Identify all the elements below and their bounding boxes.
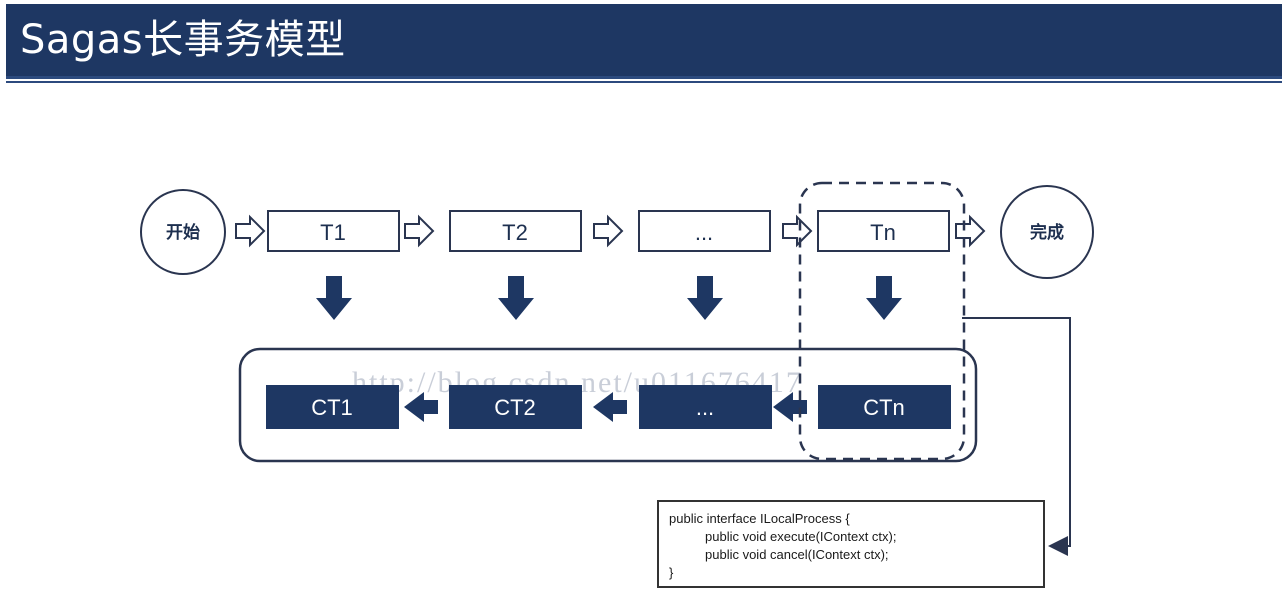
transaction-tn: Tn: [817, 210, 950, 252]
compensation-label: ...: [696, 395, 714, 420]
transaction-t1: T1: [267, 210, 400, 252]
hollow-arrow-icon: [782, 214, 813, 248]
left-arrow-icon: [593, 392, 627, 422]
left-arrow-icon: [773, 392, 807, 422]
start-label: 开始: [166, 222, 200, 243]
down-arrow-icon: [316, 276, 352, 320]
interface-code-box: public interface ILocalProcess { public …: [657, 500, 1045, 588]
hollow-arrow-icon: [404, 214, 435, 248]
transaction-label: Tn: [870, 220, 896, 245]
compensation-label: CT1: [311, 395, 353, 420]
compensation-ct2: CT2: [449, 385, 582, 429]
compensation-ctn: CTn: [818, 385, 951, 429]
code-line: }: [669, 565, 674, 580]
down-arrows: [316, 276, 902, 320]
highlight-dashed-frame: [798, 181, 966, 461]
hollow-arrow-icon: [955, 214, 986, 248]
header-banner: Sagas长事务模型: [6, 4, 1282, 79]
down-arrow-icon: [687, 276, 723, 320]
compensation-ellipsis: ...: [639, 385, 772, 429]
end-node: 完成: [1000, 185, 1094, 279]
hollow-arrow-icon: [235, 214, 266, 248]
header-rule: [6, 81, 1282, 83]
code-line: public void cancel(IContext ctx);: [705, 547, 889, 562]
down-arrow-icon: [866, 276, 902, 320]
compensation-arrows: [404, 392, 807, 422]
compensation-container: [238, 347, 978, 463]
code-line: public interface ILocalProcess {: [669, 511, 850, 526]
transaction-t2: T2: [449, 210, 582, 252]
connector-line: [962, 317, 1071, 556]
hollow-arrow-icon: [593, 214, 624, 248]
end-label: 完成: [1030, 222, 1064, 243]
compensation-ct1: CT1: [266, 385, 399, 429]
code-line: public void execute(IContext ctx);: [705, 529, 897, 544]
transaction-ellipsis: ...: [638, 210, 771, 252]
page-title: Sagas长事务模型: [20, 17, 346, 63]
transaction-label: T1: [320, 220, 346, 245]
compensation-label: CT2: [494, 395, 536, 420]
start-node: 开始: [140, 189, 226, 275]
transaction-label: ...: [695, 220, 713, 245]
left-arrow-icon: [404, 392, 438, 422]
compensation-label: CTn: [863, 395, 905, 420]
down-arrow-icon: [498, 276, 534, 320]
transaction-label: T2: [502, 220, 528, 245]
